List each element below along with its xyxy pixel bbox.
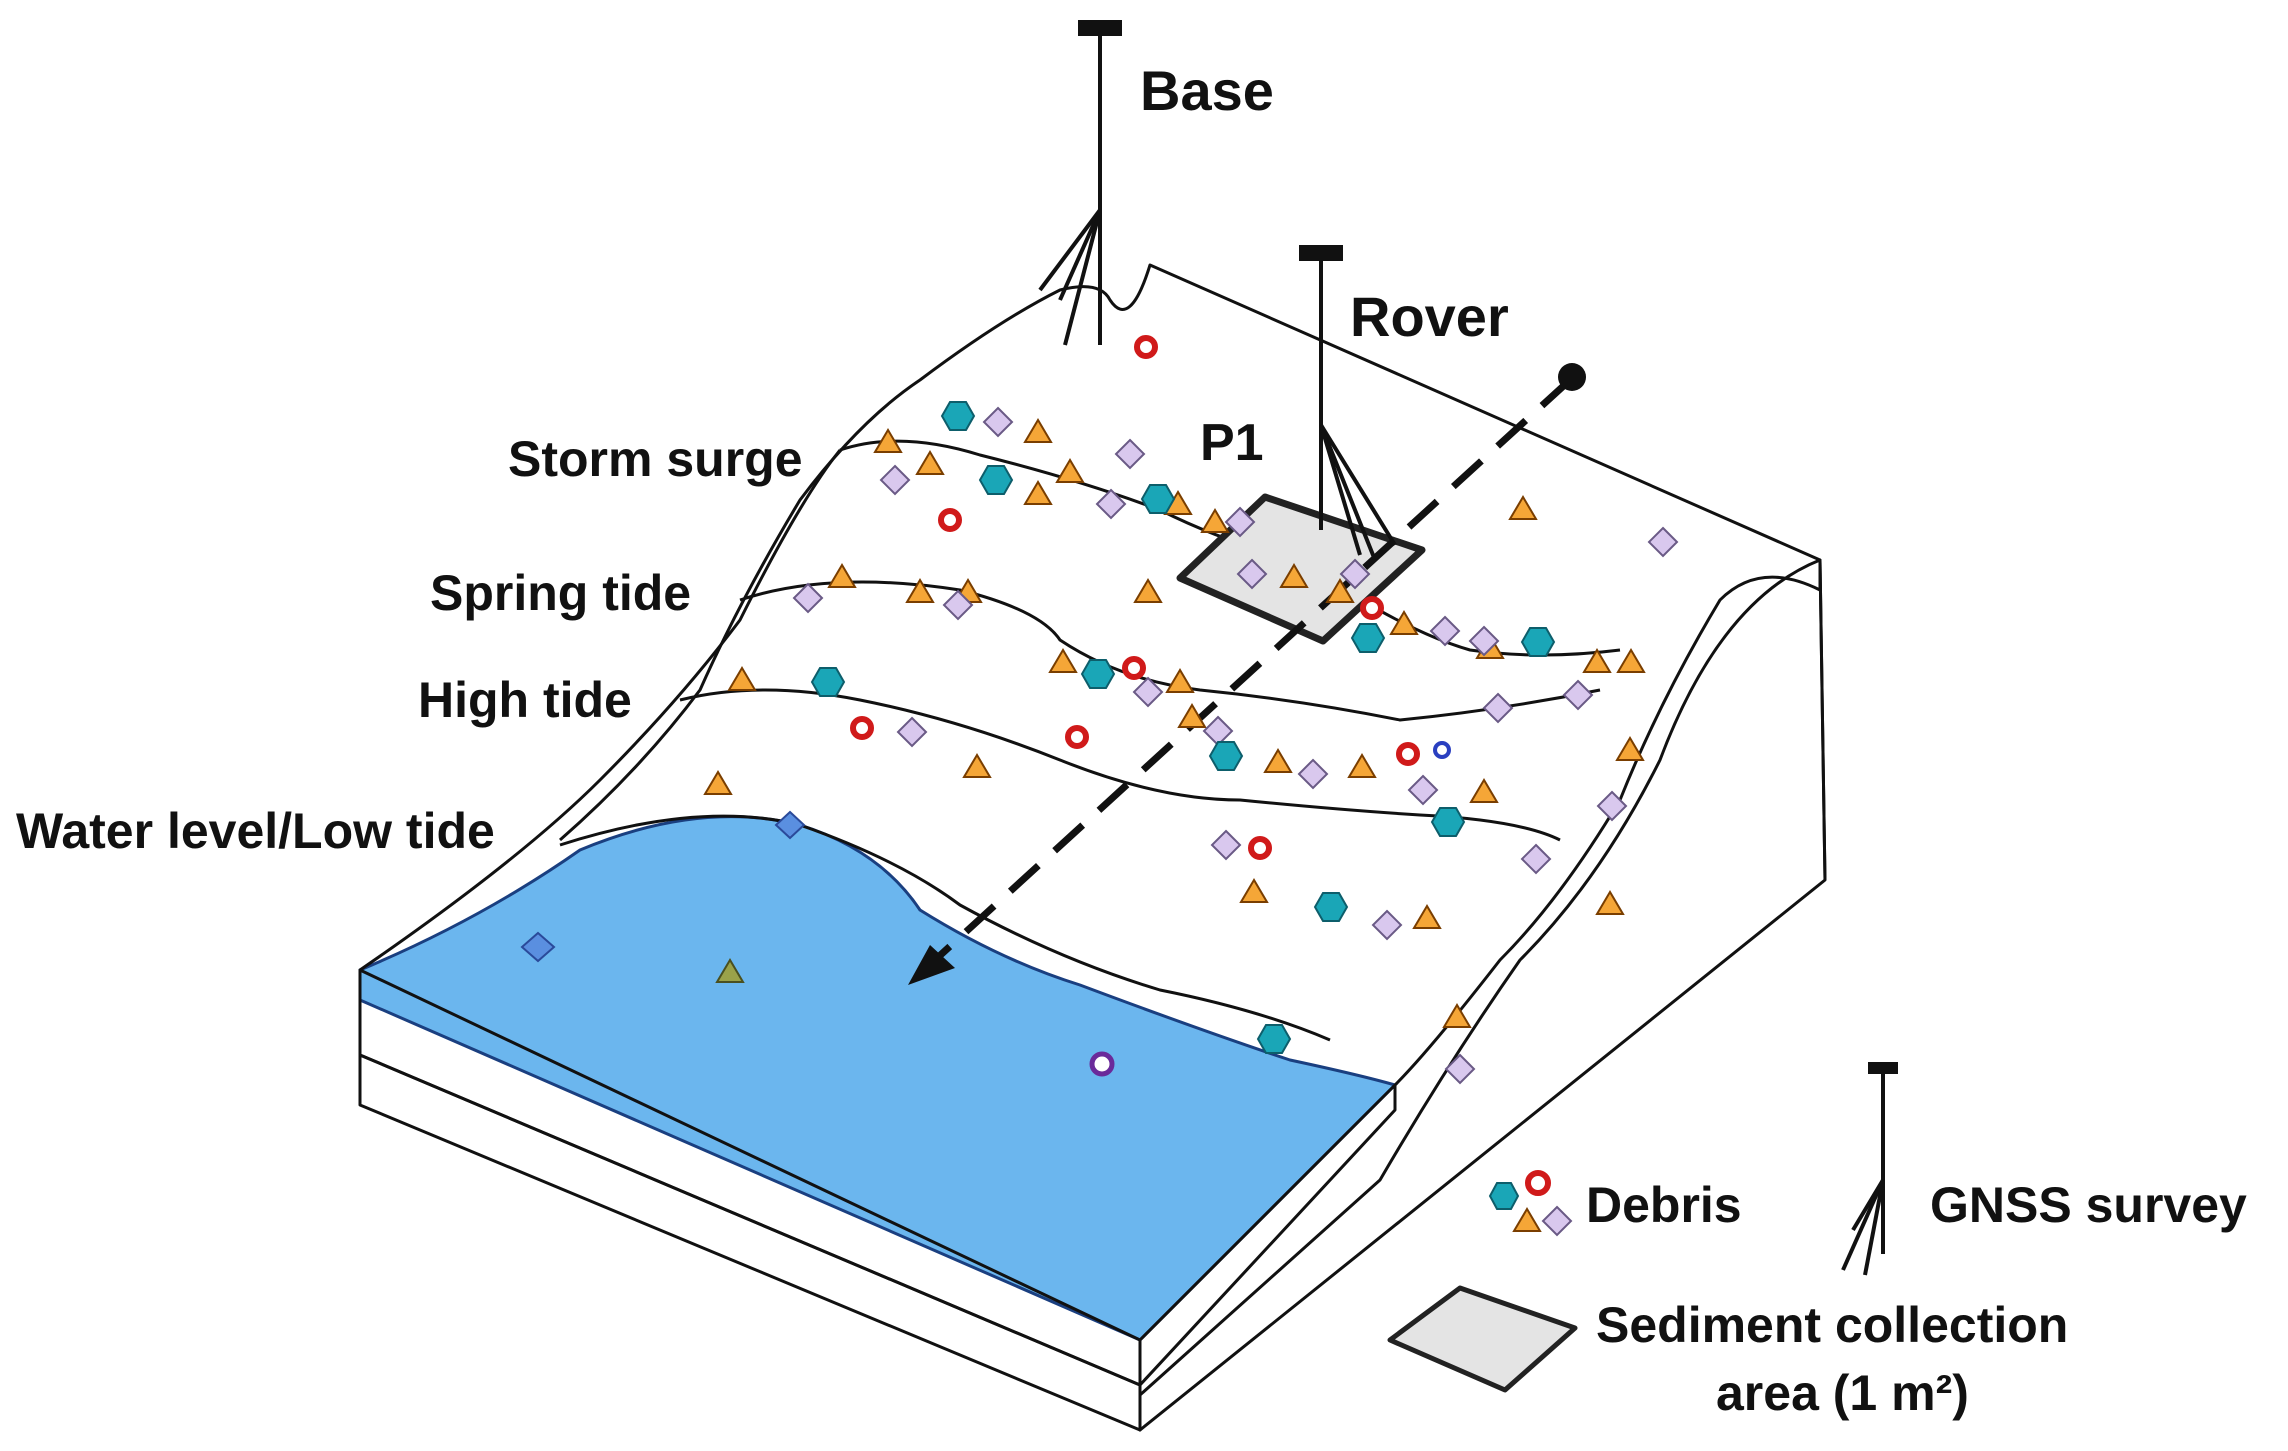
debris-ring-icon: [850, 335, 1451, 1077]
spring-tide-label: Spring tide: [430, 565, 691, 621]
legend-debris-icon: [1488, 1170, 1573, 1237]
legend-sediment-label-line1: Sediment collection: [1596, 1297, 2068, 1353]
transect-arrowhead: [908, 945, 955, 985]
legend-debris-label: Debris: [1586, 1177, 1742, 1233]
base-gnss-tripod: [1038, 20, 1122, 346]
legend-sediment-area-icon: [1387, 1285, 1578, 1393]
rover-gnss-tripod: [1299, 245, 1397, 561]
debris-markers: [520, 335, 1679, 1085]
legend-gnss-label: GNSS survey: [1930, 1177, 2247, 1233]
legend: Debris GNSS survey Sediment collection a…: [1387, 1062, 2247, 1421]
high-tide-label: High tide: [418, 672, 632, 728]
water-level-label: Water level/Low tide: [16, 803, 495, 859]
water-surface: [358, 815, 1398, 1342]
block-top-right-edge: [1818, 559, 1827, 881]
beach-crest-outline: [559, 263, 1822, 1087]
storm-surge-label: Storm surge: [508, 431, 803, 487]
legend-sediment-label-line2: area (1 m²): [1716, 1365, 1969, 1421]
debris-triangle-icon: [703, 418, 1646, 1028]
debris-in-water: [520, 810, 806, 983]
transect-line: [932, 377, 1573, 963]
left-slope-outline: [359, 449, 842, 972]
water-right-edge: [1138, 1083, 1397, 1387]
debris-diamond-icon: [792, 406, 1679, 1085]
low-tide-line: [559, 814, 1331, 1042]
debris-hexagon-icon: [810, 401, 1556, 1054]
legend-gnss-tripod-icon: [1841, 1062, 1898, 1276]
base-label: Base: [1140, 59, 1274, 122]
transect-start-dot: [1558, 363, 1586, 391]
block-right-face: [1138, 558, 1827, 1432]
rover-label: Rover: [1350, 285, 1509, 348]
p1-label: P1: [1200, 414, 1264, 472]
